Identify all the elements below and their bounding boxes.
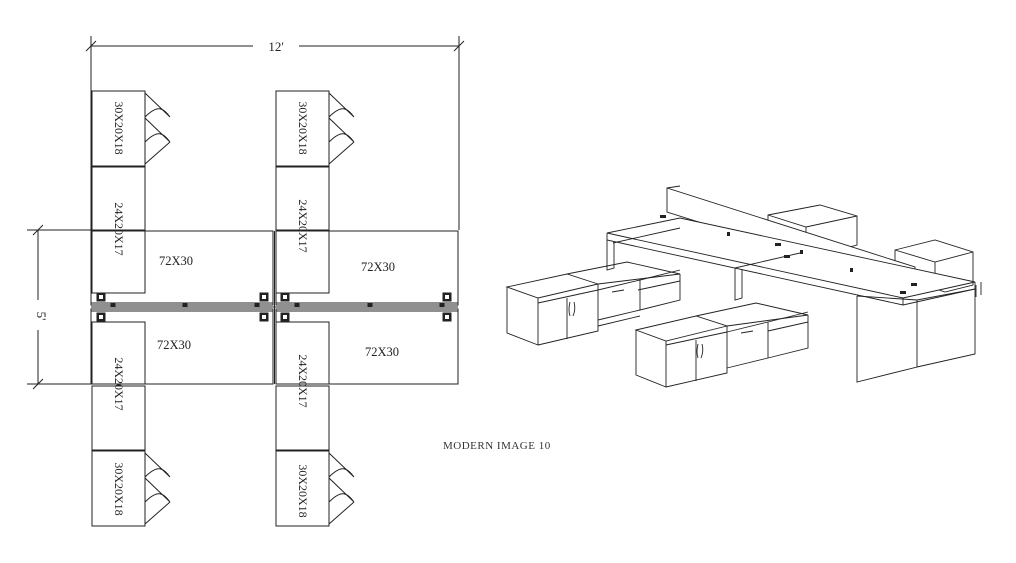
pedestal-upper-right-box (275, 166, 330, 294)
desk-bottom-right-label: 72X30 (365, 345, 399, 359)
width-dimension-label: 12' (268, 39, 283, 54)
desk-top-left-label: 72X30 (159, 254, 193, 268)
desk-top-right-label: 72X30 (361, 260, 395, 274)
pedestal-lower-right-box (275, 321, 330, 451)
width-dimension (85, 36, 465, 230)
pedestal-upper-left-box (91, 166, 146, 294)
pedestal-upper-left-file (91, 90, 171, 167)
pedestal-lower-right-box-label: 24X20X17 (296, 354, 310, 407)
pedestal-lower-left-box-label: 24X20X17 (112, 357, 126, 410)
pedestal-lower-right-file-label: 30X20X18 (296, 464, 310, 517)
desk-bottom-left (90, 308, 274, 385)
pedestal-upper-left-file-label: 30X20X18 (112, 101, 126, 154)
desk-top-left (90, 230, 274, 306)
pedestal-lower-right-file (275, 450, 355, 527)
pedestal-upper-right-file-label: 30X20X18 (296, 101, 310, 154)
depth-dimension-label: 5' (34, 312, 49, 321)
pedestal-lower-left-file (91, 450, 171, 527)
desk-bottom-left-label: 72X30 (157, 338, 191, 352)
pedestal-lower-left-box (91, 321, 146, 451)
image-caption: MODERN IMAGE 10 (443, 440, 551, 452)
isometric-workstation-view (505, 185, 982, 388)
pedestal-upper-left-box-label: 24X20X17 (112, 202, 126, 255)
pedestal-lower-left-file-label: 30X20X18 (112, 462, 126, 515)
pedestal-upper-right-box-label: 24X20X17 (296, 199, 310, 252)
pedestal-upper-right-file (275, 90, 355, 167)
depth-dimension (27, 224, 92, 390)
